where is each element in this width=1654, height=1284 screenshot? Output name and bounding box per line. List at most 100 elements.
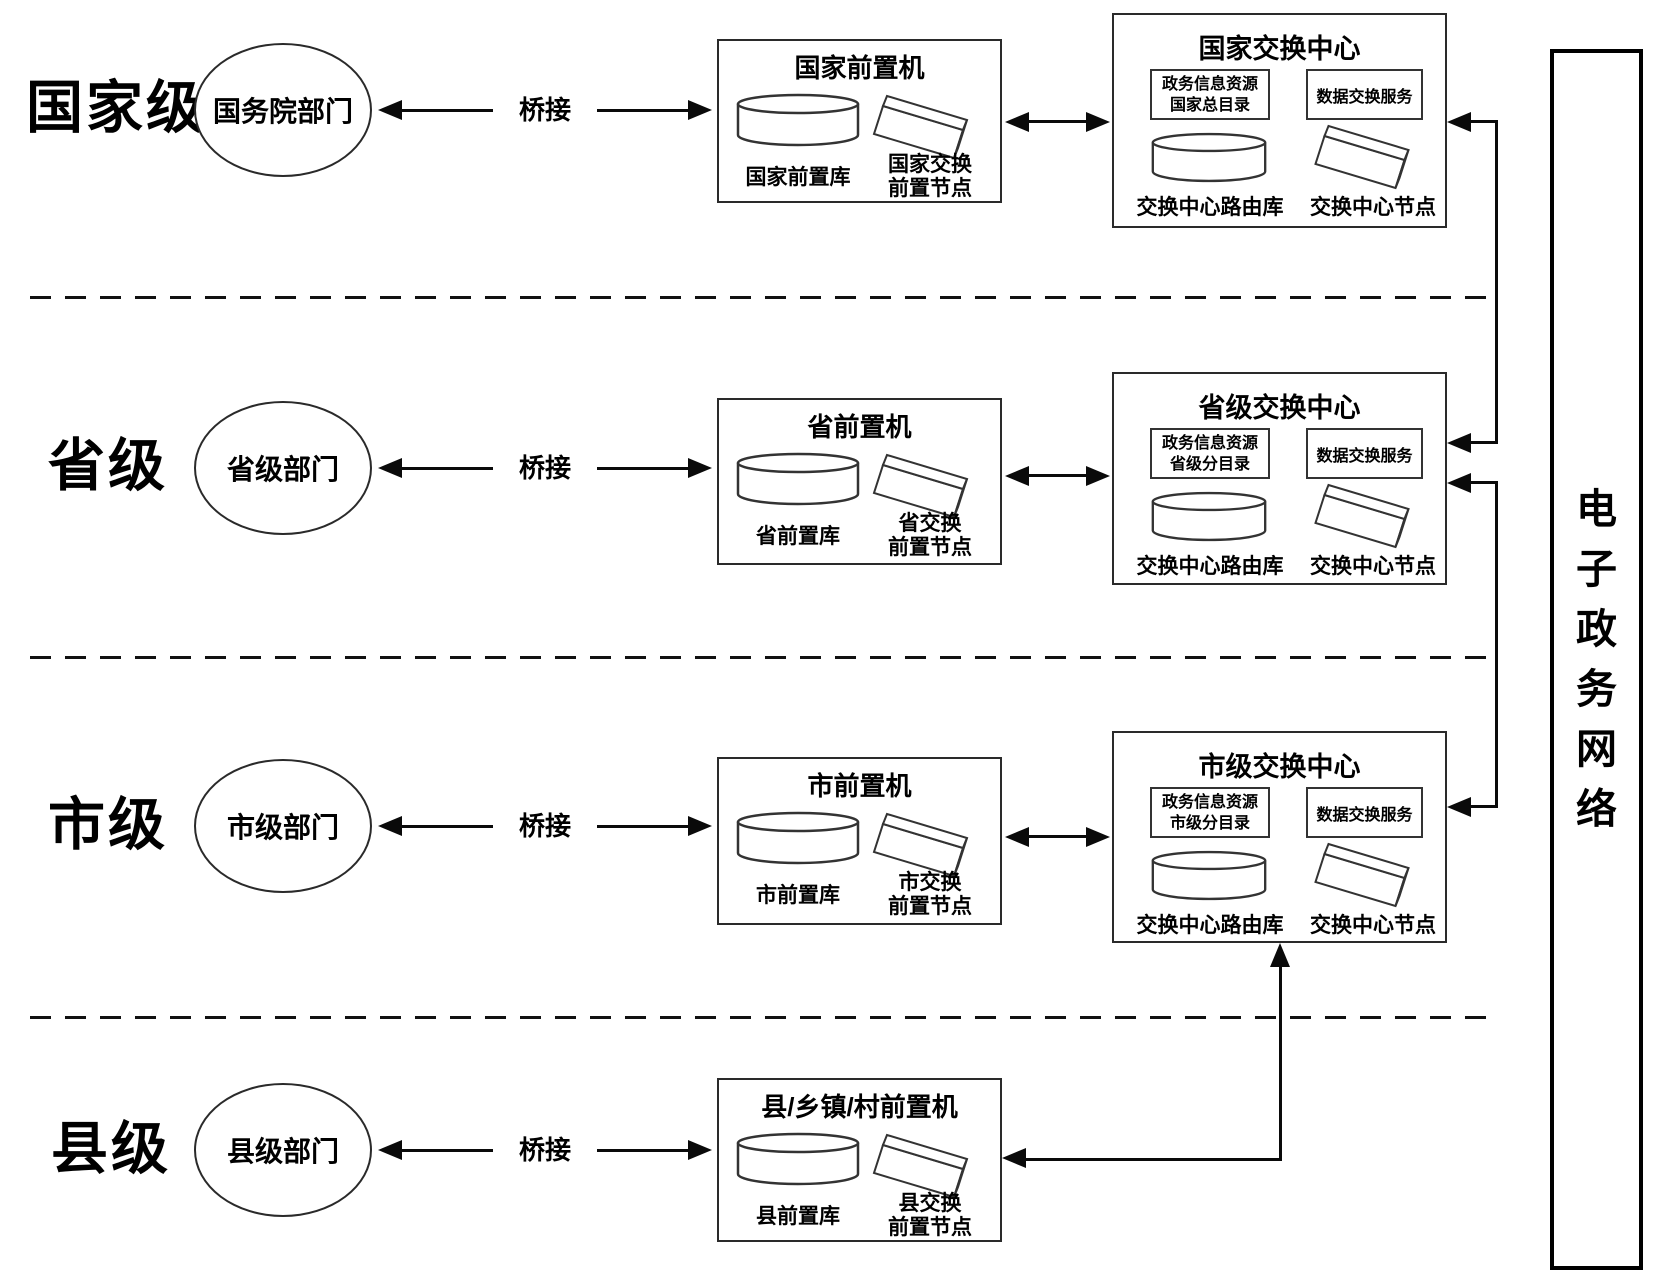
front-machine-box-municipal: 市前置机 市前置库 市交换前置节点 <box>717 757 1002 925</box>
bridge-arrowhead-right-icon <box>688 100 712 120</box>
connector-line <box>1469 120 1498 123</box>
connector-line <box>1495 481 1498 808</box>
data-exchange-service-box: 数据交换服务 <box>1306 787 1423 838</box>
department-label: 国务院部门 <box>212 96 353 127</box>
link-arrowhead-right-icon <box>1086 112 1110 132</box>
bridge-arrowhead-left-icon <box>378 816 402 836</box>
exchange-node-box-icon <box>872 812 969 878</box>
database-cylinder-icon <box>736 811 860 865</box>
connector-line <box>1495 120 1498 444</box>
front-machine-box-county: 县/乡镇/村前置机 县前置库 县交换前置节点 <box>717 1078 1002 1242</box>
exchange-center-node-box-icon <box>1314 842 1410 908</box>
front-machine-title: 国家前置机 <box>794 53 925 83</box>
router-db-cylinder-icon <box>1151 850 1267 901</box>
exchange-node-label: 交换中心节点 <box>1310 914 1436 937</box>
department-ellipse-national: 国务院部门 <box>194 43 372 177</box>
front-db-label: 市前置库 <box>756 884 840 907</box>
link-arrowhead-left-icon <box>1005 827 1029 847</box>
link-arrowhead-right-icon <box>1086 466 1110 486</box>
egov-network-char: 络 <box>1576 786 1617 832</box>
exchange-node-label: 交换中心节点 <box>1310 555 1436 578</box>
exchange-node-box-icon <box>872 94 969 160</box>
link-arrowhead-left-icon <box>1005 112 1029 132</box>
exchange-center-title: 市级交换中心 <box>1198 752 1361 782</box>
connector-arrowhead-into-county-icon <box>1002 1148 1026 1168</box>
egov-network-box: 电 子 政 务 网 络 <box>1550 49 1643 1270</box>
router-db-cylinder-icon <box>1151 132 1267 183</box>
level-label-national: 国家级 <box>26 76 206 140</box>
connector-arrowhead-into-provincial-icon <box>1447 433 1471 453</box>
router-db-label: 交换中心路由库 <box>1136 196 1284 219</box>
bridge-arrowhead-right-icon <box>688 458 712 478</box>
front-db-label: 国家前置库 <box>745 166 851 189</box>
front-machine-box-national: 国家前置机 国家前置库 国家交换前置节点 <box>717 39 1002 203</box>
egov-network-char: 务 <box>1576 666 1617 712</box>
exchange-center-node-box-icon <box>1314 483 1410 549</box>
link-line <box>1026 474 1088 477</box>
front-node-label: 省交换前置节点 <box>888 512 972 559</box>
bridge-arrowhead-left-icon <box>378 1140 402 1160</box>
database-cylinder-icon <box>736 1132 860 1186</box>
connector-arrowhead-into-national-icon <box>1447 112 1471 132</box>
egov-network-char: 子 <box>1576 546 1617 592</box>
exchange-node-box-icon <box>872 1133 969 1199</box>
exchange-center-node-box-icon <box>1314 124 1410 190</box>
front-node-label: 市交换前置节点 <box>888 871 972 918</box>
bridge-arrowhead-right-icon <box>688 816 712 836</box>
front-machine-title: 县/乡镇/村前置机 <box>761 1092 958 1122</box>
router-db-cylinder-icon <box>1151 491 1267 542</box>
front-node-label: 国家交换前置节点 <box>888 153 972 200</box>
level-label-county: 县级 <box>51 1117 171 1181</box>
connector-arrowhead-into-provincial-icon <box>1447 473 1471 493</box>
department-ellipse-municipal: 市级部门 <box>194 759 372 893</box>
bridge-arrowhead-left-icon <box>378 458 402 478</box>
directory-box: 政务信息资源国家总目录 <box>1150 69 1270 120</box>
link-arrowhead-right-icon <box>1086 827 1110 847</box>
database-cylinder-icon <box>736 452 860 506</box>
exchange-node-box-icon <box>872 453 969 519</box>
separator-municipal-county <box>30 1016 1492 1019</box>
router-db-label: 交换中心路由库 <box>1136 914 1284 937</box>
department-label: 县级部门 <box>226 1136 339 1167</box>
department-ellipse-county: 县级部门 <box>194 1083 372 1217</box>
front-machine-box-provincial: 省前置机 省前置库 省交换前置节点 <box>717 398 1002 565</box>
exchange-center-box-municipal: 市级交换中心 政务信息资源市级分目录 数据交换服务 交换中心路由库 交换中心节点 <box>1112 731 1447 943</box>
level-label-provincial: 省级 <box>48 434 168 498</box>
front-machine-title: 市前置机 <box>807 771 912 801</box>
data-exchange-service-box: 数据交换服务 <box>1306 69 1423 120</box>
connector-line <box>1279 963 1282 1161</box>
department-label: 市级部门 <box>226 812 339 843</box>
bridge-arrowhead-right-icon <box>688 1140 712 1160</box>
separator-national-provincial <box>30 296 1492 299</box>
router-db-label: 交换中心路由库 <box>1136 555 1284 578</box>
front-machine-title: 省前置机 <box>807 412 912 442</box>
directory-box: 政务信息资源省级分目录 <box>1150 428 1270 479</box>
egov-network-char: 电 <box>1576 486 1617 532</box>
link-arrowhead-left-icon <box>1005 466 1029 486</box>
connector-arrowhead-into-municipal-bottom-icon <box>1270 943 1290 967</box>
connector-arrowhead-into-municipal-icon <box>1447 797 1471 817</box>
egov-network-char: 网 <box>1576 726 1617 772</box>
database-cylinder-icon <box>736 93 860 147</box>
connector-line <box>1469 441 1498 444</box>
department-ellipse-provincial: 省级部门 <box>194 401 372 535</box>
egov-network-char: 政 <box>1576 606 1617 652</box>
level-label-municipal: 市级 <box>48 793 168 857</box>
connector-line <box>1024 1158 1281 1161</box>
bridge-label: 桥接 <box>493 1133 597 1167</box>
exchange-center-box-national: 国家交换中心 政务信息资源国家总目录 数据交换服务 交换中心路由库 交换中心节点 <box>1112 13 1447 228</box>
separator-provincial-municipal <box>30 656 1492 659</box>
exchange-node-label: 交换中心节点 <box>1310 196 1436 219</box>
connector-line <box>1469 805 1498 808</box>
link-line <box>1026 835 1088 838</box>
front-db-label: 省前置库 <box>756 525 840 548</box>
link-line <box>1026 120 1088 123</box>
exchange-center-title: 国家交换中心 <box>1198 34 1361 64</box>
data-exchange-service-box: 数据交换服务 <box>1306 428 1423 479</box>
exchange-center-box-provincial: 省级交换中心 政务信息资源省级分目录 数据交换服务 交换中心路由库 交换中心节点 <box>1112 372 1447 585</box>
directory-box: 政务信息资源市级分目录 <box>1150 787 1270 838</box>
exchange-center-title: 省级交换中心 <box>1198 393 1361 423</box>
bridge-label: 桥接 <box>493 451 597 485</box>
department-label: 省级部门 <box>226 454 339 485</box>
